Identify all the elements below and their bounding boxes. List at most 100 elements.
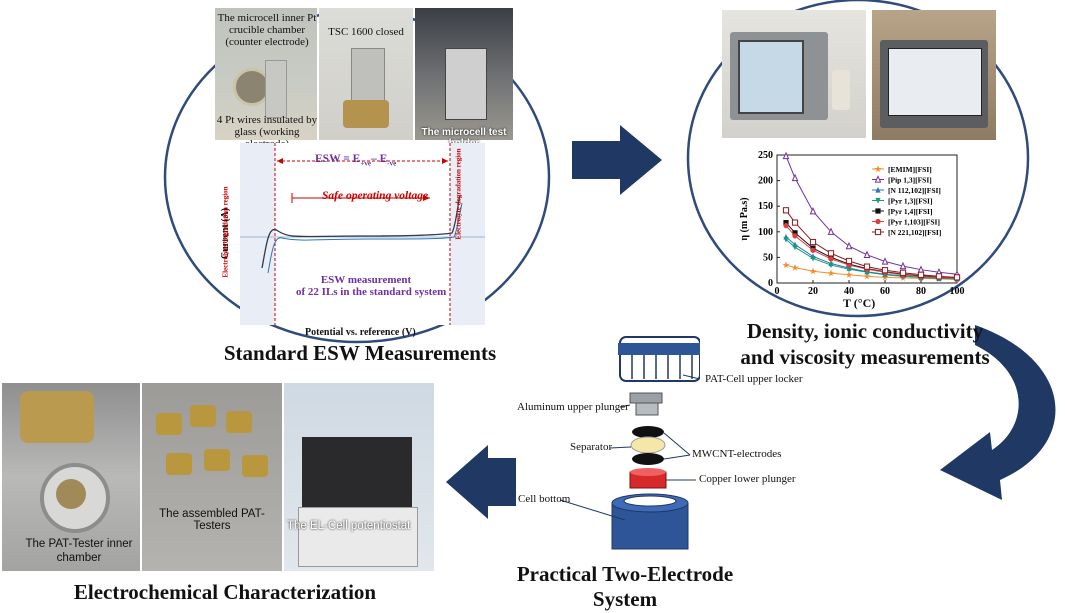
data-point: [917, 271, 925, 278]
data-point: [792, 233, 798, 239]
potentiostat-caption: The EL-Cell potentiostat: [287, 520, 411, 532]
data-point: [953, 274, 961, 281]
cell-diagram: [559, 336, 700, 550]
y-axis-label: η (m Pa.s): [739, 197, 750, 240]
data-point: [881, 257, 889, 265]
pat-assembled-caption: The assembled PAT-Testers: [159, 508, 265, 532]
data-point: [809, 207, 817, 215]
esw-note: ESW measurement of 22 ILs in the standar…: [296, 274, 447, 298]
x-tick-label: 20: [808, 286, 818, 297]
pat-assembled-photo: [142, 383, 282, 571]
density-circle: [686, 0, 1030, 318]
y-tick-label: 100: [758, 227, 773, 238]
data-point: [792, 230, 798, 236]
practical-title: Practical Two-Electrode System: [516, 562, 734, 611]
safe-voltage-label: Safe operating voltage: [322, 190, 429, 202]
densimeter-photo: [722, 10, 866, 138]
x-tick-label: 40: [844, 286, 854, 297]
legend-entry: [Pip 1,3][FSI]: [888, 176, 932, 185]
viscosity-xlabel: T (°C): [843, 296, 876, 310]
legend-entry: [N 221,102][FSI]: [888, 228, 941, 237]
data-point: [874, 175, 882, 183]
microcell-caption: The microcell inner Pt crucible chamber …: [217, 12, 317, 48]
x-tick-label: 80: [916, 286, 926, 297]
y-tick-label: 200: [758, 176, 773, 187]
holder-photo: [415, 8, 513, 140]
data-point: [783, 223, 789, 229]
right-arrow-icon: [572, 125, 662, 195]
data-point: [810, 255, 816, 262]
electrode-bottom-shape: [632, 453, 664, 465]
data-point: [899, 261, 907, 270]
x-tick-label: 100: [950, 286, 965, 297]
esw-plot-panel: [240, 143, 485, 325]
data-point: [827, 250, 835, 257]
data-point: [809, 238, 817, 246]
pat-inner-caption: The PAT-Tester inner chamber: [25, 538, 133, 564]
data-point: [782, 261, 790, 269]
degradation-left-label: Electrolyte degradation region: [221, 186, 230, 278]
data-point: [874, 165, 882, 173]
data-point: [863, 272, 871, 280]
data-point: [809, 267, 817, 275]
data-point: [827, 227, 835, 235]
electrode-top-shape: [632, 426, 664, 438]
x-tick-label: 60: [880, 286, 890, 297]
y-tick-label: 250: [758, 150, 773, 161]
esw-xlabel: Potential vs. reference (V): [305, 327, 416, 338]
plot-frame: [776, 154, 958, 284]
tsc-caption: TSC 1600 closed: [328, 26, 404, 38]
y-tick-label: 50: [763, 252, 773, 263]
data-point: [827, 269, 835, 277]
data-point: [917, 265, 925, 273]
separator-label: Separator: [570, 441, 613, 453]
pat-inner-photo: [2, 383, 140, 571]
copper-label: Copper lower plunger: [699, 473, 796, 485]
esw-equation: ESW = E+ve– E-ve: [315, 153, 397, 168]
left-arrow-icon: [446, 445, 516, 519]
legend-entry: [N 112,102][FSI]: [888, 186, 941, 195]
data-point: [845, 271, 853, 278]
data-point: [810, 247, 816, 253]
data-point: [874, 228, 882, 236]
data-point: [828, 256, 834, 262]
esw-title: Standard ESW Measurements: [223, 341, 497, 365]
x-tick-label: 0: [775, 286, 780, 297]
data-point: [782, 151, 790, 160]
data-point: [828, 262, 834, 269]
data-point: [791, 173, 799, 182]
tsc-photo: [319, 8, 413, 140]
potentiostat-photo: [284, 383, 434, 571]
aluminum-plunger-shape: [629, 392, 663, 404]
data-point: [875, 186, 881, 193]
density-title: Density, ionic conductivity and viscosit…: [740, 319, 990, 369]
data-point: [791, 219, 799, 226]
data-point: [783, 236, 789, 243]
y-tick-label: 0: [768, 278, 773, 289]
degradation-right-label: Electrolyte degradation region: [454, 148, 463, 240]
data-point: [875, 208, 881, 214]
legend-entry: [Pyr 1,3][FSI]: [888, 197, 932, 206]
data-point: [875, 218, 881, 225]
electrochem-title: Electrochemical Characterization: [73, 580, 377, 604]
data-point: [875, 197, 881, 204]
upper-locker-label: PAT-Cell upper locker: [705, 373, 803, 385]
data-point: [881, 267, 889, 274]
data-point: [899, 269, 907, 276]
aluminum-label: Aluminum upper plunger: [517, 401, 629, 413]
legend-entry: [Pyr 1,4][FSI]: [888, 207, 932, 216]
data-point: [845, 241, 853, 250]
legend-entry: [Pyr 1,103][FSI]: [888, 218, 940, 227]
curved-arrow-icon: [940, 325, 1056, 500]
viscometer-photo: [872, 10, 996, 140]
data-point: [863, 263, 871, 270]
data-point: [782, 207, 790, 214]
data-point: [791, 264, 799, 271]
data-point: [792, 244, 798, 251]
data-point: [783, 219, 789, 226]
electrodes-label: MWCNT-electrodes: [692, 448, 782, 460]
cell-bottom-label: Cell bottom: [518, 493, 571, 505]
y-tick-label: 150: [758, 201, 773, 212]
